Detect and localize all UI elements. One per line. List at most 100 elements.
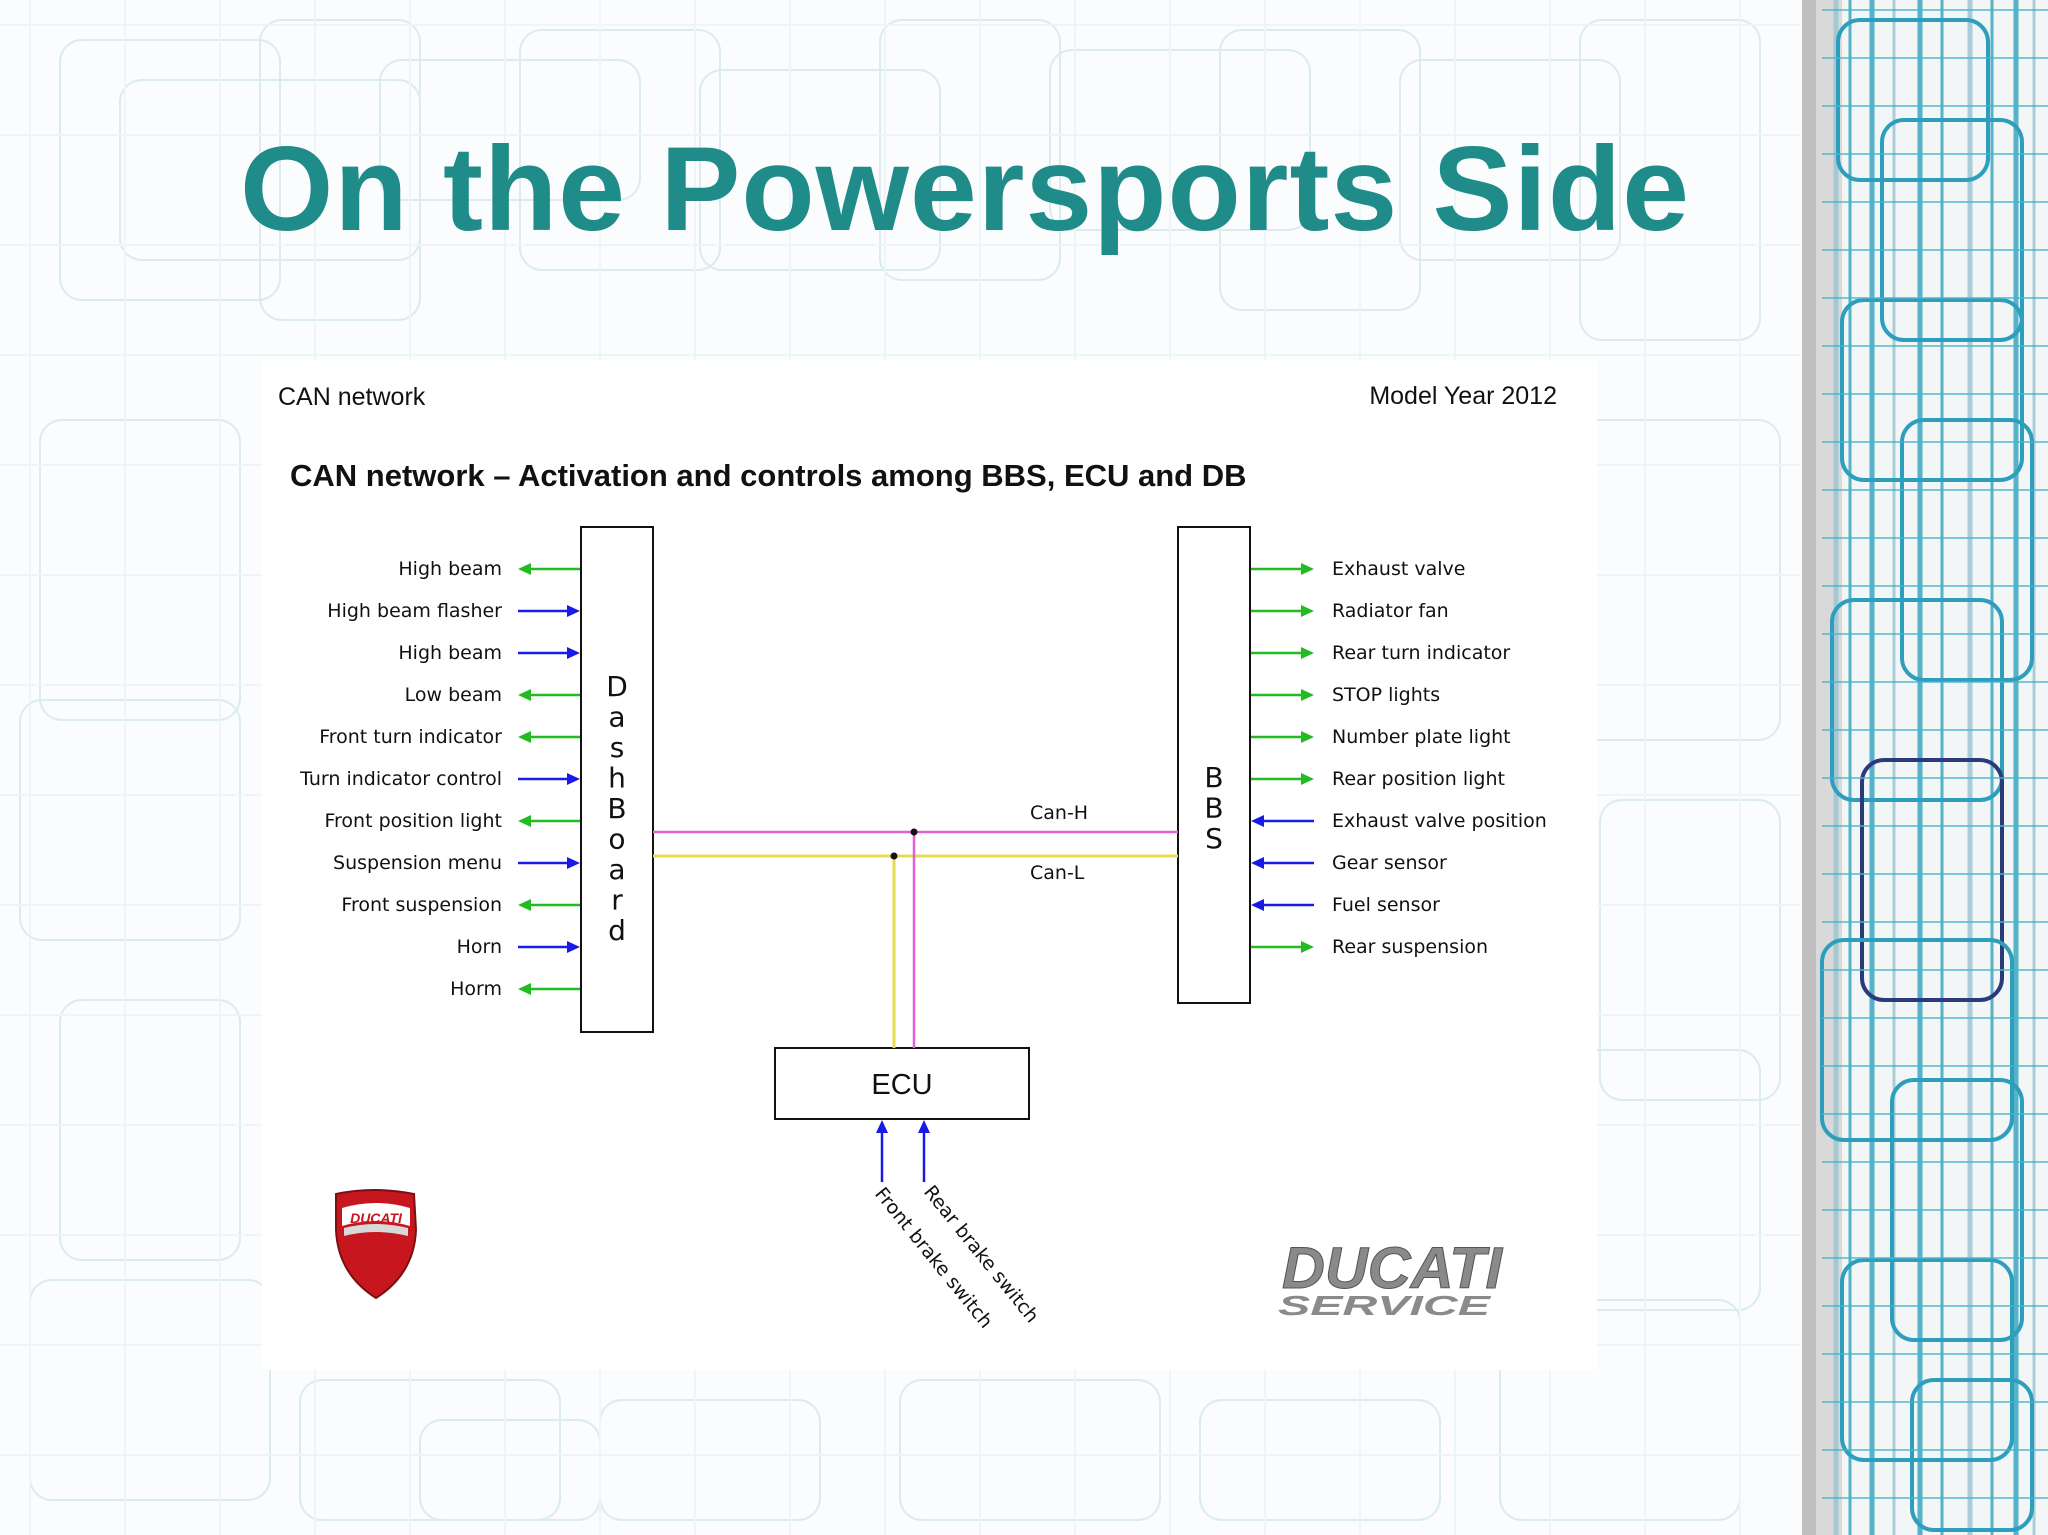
bbs-signal: Exhaust valve position: [1251, 810, 1547, 832]
bbs-signal: STOP lights: [1251, 684, 1440, 706]
ducati-logo: DUCATI: [335, 1189, 418, 1300]
bbs-signal-label: Exhaust valve position: [1332, 810, 1547, 832]
input-arrow-icon: [876, 1120, 888, 1182]
bbs-signal-label: Rear suspension: [1332, 936, 1488, 958]
dashboard-letter: s: [610, 731, 625, 764]
dashboard-letter: d: [608, 914, 626, 947]
bbs-signal: Number plate light: [1251, 726, 1511, 748]
dashboard-signal-label: Front suspension: [341, 894, 502, 916]
ducati-service-logo: DUCATI SERVICE: [1278, 1236, 1504, 1322]
dashboard-signal: Front position light: [324, 810, 580, 832]
dashboard-signal: High beam: [398, 642, 580, 664]
dashboard-signal: Turn indicator control: [299, 768, 580, 790]
dashboard-signal: High beam flasher: [327, 600, 580, 622]
dashboard-letter: a: [608, 701, 625, 734]
bbs-signal: Rear suspension: [1251, 936, 1488, 958]
dashboard-letter: B: [607, 792, 626, 825]
output-arrow-icon: [1251, 689, 1314, 701]
bbs-signal-label: Radiator fan: [1332, 600, 1449, 622]
input-arrow-icon: [518, 857, 580, 869]
bbs-box: [1177, 526, 1251, 1004]
dashboard-signal: Horn: [457, 936, 580, 958]
bbs-letter: B: [1204, 792, 1223, 825]
dashboard-signal-label: High beam: [398, 642, 502, 664]
ecu-signal: Rear brake switch: [918, 1120, 1043, 1327]
ecu-signal: Front brake switch: [870, 1120, 997, 1333]
bbs-signal: Rear turn indicator: [1251, 642, 1510, 664]
can-bus: [653, 828, 1178, 1048]
ecu-box: [774, 1047, 1030, 1120]
can-h-label: Can-H: [1030, 802, 1088, 824]
dashboard-signal-label: Turn indicator control: [299, 768, 502, 790]
diagram-title: CAN network – Activation and controls am…: [290, 458, 1247, 493]
diagram-document: CAN network Model Year 2012 CAN network …: [262, 360, 1597, 1370]
dashboard-signal-label: Horm: [450, 978, 502, 1000]
ducati-service-top: DUCATI: [1282, 1236, 1504, 1301]
dashboard-signal-label: Low beam: [405, 684, 502, 706]
bbs-signal-label: Exhaust valve: [1332, 558, 1465, 580]
output-arrow-icon: [518, 731, 580, 743]
bbs-letter: S: [1205, 822, 1223, 855]
bbs-signal-label: Number plate light: [1332, 726, 1511, 748]
bbs-signal-label: Rear position light: [1332, 768, 1505, 790]
ducati-service-bottom: SERVICE: [1278, 1290, 1492, 1321]
output-arrow-icon: [1251, 731, 1314, 743]
input-arrow-icon: [518, 647, 580, 659]
bbs-signal: Fuel sensor: [1251, 894, 1440, 916]
document-header-left: CAN network: [278, 383, 426, 411]
bbs-signal-label: Fuel sensor: [1332, 894, 1440, 916]
slide-title: On the Powersports Side: [240, 122, 1690, 256]
ducati-badge-text: DUCATI: [350, 1210, 403, 1226]
dashboard-signal-label: Front position light: [324, 810, 502, 832]
input-arrow-icon: [1251, 899, 1314, 911]
dashboard-signal: Front suspension: [341, 894, 580, 916]
bbs-letter: B: [1204, 761, 1223, 794]
dashboard-signal: Horm: [450, 978, 580, 1000]
bbs-box-label: BBS: [1204, 761, 1223, 855]
ecu-label: ECU: [871, 1069, 932, 1101]
dashboard-signal-label: Suspension menu: [333, 852, 502, 874]
output-arrow-icon: [1251, 773, 1314, 785]
can-l-label: Can-L: [1030, 862, 1085, 884]
output-arrow-icon: [1251, 941, 1314, 953]
dashboard-box: [580, 526, 654, 1033]
dashboard-signal: Front turn indicator: [319, 726, 580, 748]
output-arrow-icon: [518, 899, 580, 911]
bbs-signal-label: STOP lights: [1332, 684, 1440, 706]
input-arrow-icon: [918, 1120, 930, 1182]
can-l-junction: [890, 852, 898, 860]
output-arrow-icon: [1251, 563, 1314, 575]
bbs-signal-label: Rear turn indicator: [1332, 642, 1510, 664]
dashboard-signal-label: Horn: [457, 936, 502, 958]
input-arrow-icon: [518, 605, 580, 617]
input-arrow-icon: [1251, 857, 1314, 869]
decorative-side-panel: [1802, 0, 2048, 1535]
dashboard-letter: h: [608, 762, 626, 795]
bbs-signal-label: Gear sensor: [1332, 852, 1447, 874]
dashboard-signal-label: High beam flasher: [327, 600, 502, 622]
output-arrow-icon: [1251, 647, 1314, 659]
dashboard-signal: Suspension menu: [333, 852, 580, 874]
output-arrow-icon: [518, 563, 580, 575]
bbs-signal: Radiator fan: [1251, 600, 1449, 622]
dashboard-letter: o: [608, 823, 625, 856]
dashboard-signal-label: High beam: [398, 558, 502, 580]
can-h-junction: [910, 828, 918, 836]
dashboard-signal-label: Front turn indicator: [319, 726, 502, 748]
document-header-right: Model Year 2012: [1369, 382, 1557, 410]
output-arrow-icon: [1251, 605, 1314, 617]
dashboard-letter: D: [606, 670, 628, 703]
dashboard-letter: a: [608, 853, 625, 886]
can-network-diagram: CAN network Model Year 2012 CAN network …: [278, 382, 1557, 1333]
bbs-signal: Rear position light: [1251, 768, 1505, 790]
output-arrow-icon: [518, 815, 580, 827]
bbs-signal: Gear sensor: [1251, 852, 1447, 874]
dashboard-signal: High beam: [398, 558, 580, 580]
input-arrow-icon: [518, 941, 580, 953]
bbs-signal: Exhaust valve: [1251, 558, 1465, 580]
input-arrow-icon: [1251, 815, 1314, 827]
